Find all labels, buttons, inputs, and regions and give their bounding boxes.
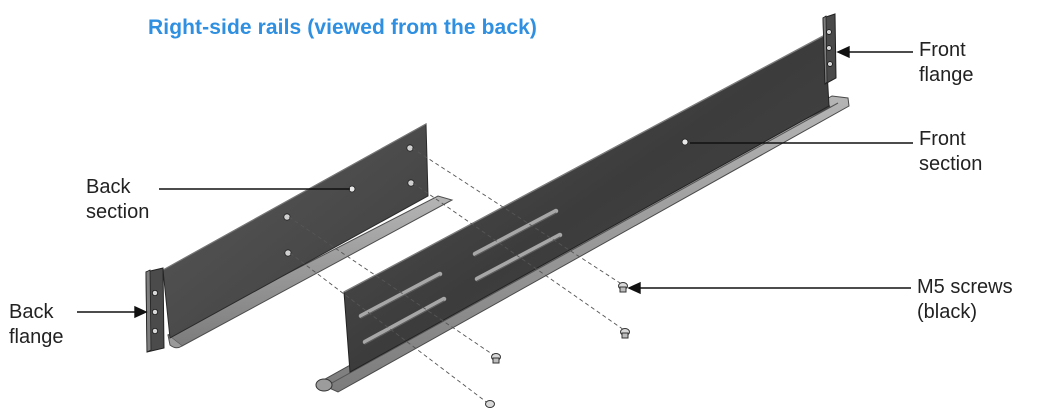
arrow-icon (134, 305, 148, 319)
m5-screw (485, 400, 495, 408)
label-front-section: Front section (919, 128, 983, 175)
label-back-flange: Back flange (9, 301, 64, 348)
diagram-title: Right-side rails (viewed from the back) (148, 16, 537, 39)
m5-screws (485, 282, 630, 408)
label-m5-screws: M5 screws (black) (917, 276, 1013, 323)
m5-screw (491, 353, 501, 364)
m5-screw (620, 328, 630, 339)
leader-lines (77, 45, 913, 319)
front-flange (822, 13, 837, 85)
back-flange (145, 267, 165, 353)
m5-screw (618, 282, 628, 293)
label-front-flange: Front flange (919, 39, 974, 86)
label-back-section: Back section (86, 176, 150, 223)
arrow-icon (836, 45, 850, 59)
assembly-guide-lines (288, 147, 625, 405)
arrow-icon (627, 281, 641, 295)
front-section-rail (315, 34, 850, 393)
